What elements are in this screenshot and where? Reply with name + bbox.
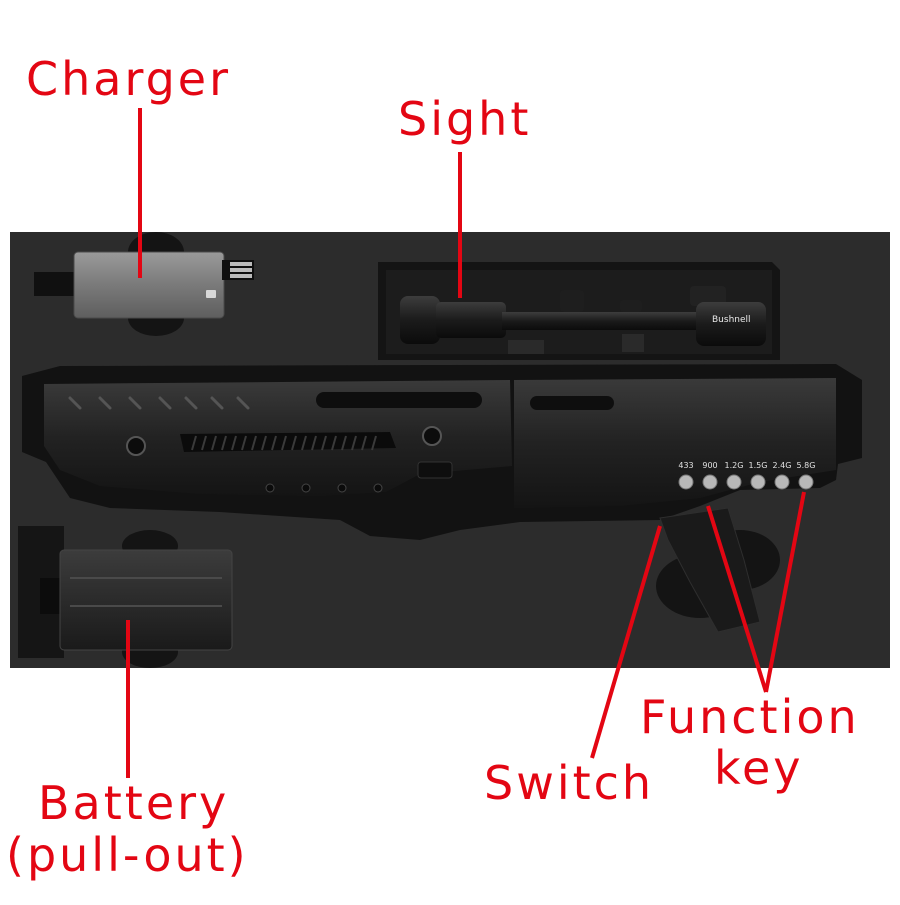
- battery-label-line2: (pull-out): [6, 828, 249, 882]
- freq-label: 433: [678, 461, 693, 470]
- function-key-1-5g: [750, 474, 766, 490]
- function-key-leader-line: [764, 491, 806, 693]
- freq-label: 1.2G: [725, 461, 744, 470]
- switch-leader-line: [590, 525, 662, 759]
- freq-label: 2.4G: [773, 461, 792, 470]
- sight-label: Sight: [398, 92, 532, 146]
- device-body: [22, 364, 862, 540]
- annotation-lines: [126, 108, 806, 778]
- function-key-900: [702, 474, 718, 490]
- function-key-433: [678, 474, 694, 490]
- freq-label: 900: [702, 461, 717, 470]
- scope-brand-text: Bushnell: [712, 315, 751, 325]
- charger-label: Charger: [26, 52, 231, 106]
- charger-unit: [34, 232, 254, 336]
- freq-label: 5.8G: [797, 461, 816, 470]
- function-key-leader-line: [706, 505, 768, 693]
- function-key-label-line2: key: [714, 741, 804, 795]
- function-key-2-4g: [774, 474, 790, 490]
- function-key-panel: 433 900 1.2G 1.5G 2.4G 5.8G: [678, 461, 816, 490]
- sight-scope: Bushnell: [378, 262, 780, 360]
- switch-label: Switch: [484, 756, 655, 810]
- freq-label: 1.5G: [749, 461, 768, 470]
- battery-pack: [18, 526, 233, 668]
- function-key-5-8g: [798, 474, 814, 490]
- battery-label-line1: Battery: [38, 776, 230, 830]
- function-key-label-line1: Function: [640, 690, 860, 744]
- function-key-1-2g: [726, 474, 742, 490]
- grip-handle: [656, 507, 780, 633]
